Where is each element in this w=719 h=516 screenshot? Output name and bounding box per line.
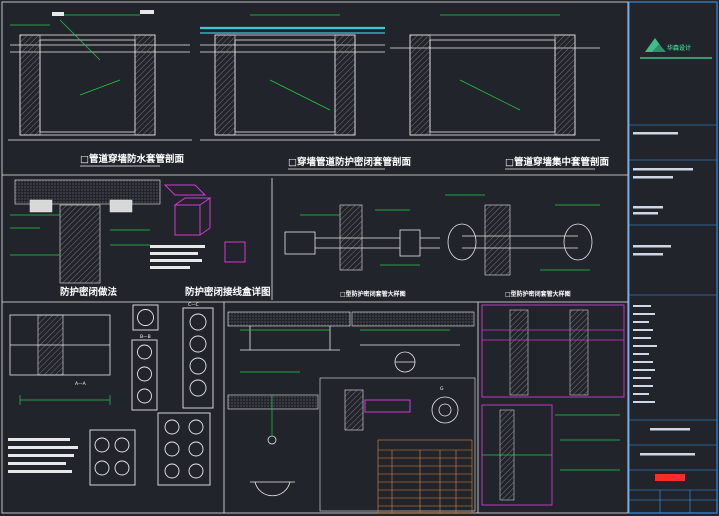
cable-holes-panel <box>89 304 214 486</box>
material-table <box>377 439 473 514</box>
panel-title-5: 防护密闭接线盒详图 <box>185 286 271 298</box>
panel-title-6: □型防护密闭套管大样图 <box>340 290 406 298</box>
panel-title-2: □穿墙管道防护密闭套管剖面 <box>288 156 411 168</box>
protective-seal-detail <box>10 179 161 284</box>
junction-box-isometric <box>163 184 246 263</box>
panel-title-1: □管道穿墙防水套管剖面 <box>80 153 184 165</box>
pipe-hanger-details <box>227 311 475 497</box>
flange-detail: G <box>319 377 476 512</box>
drawing-frame <box>1 1 629 514</box>
section-label-aa: A—A <box>75 381 87 387</box>
panel-title-4: 防护密闭做法 <box>60 286 118 298</box>
notes-block <box>8 438 78 473</box>
sleeve-detail-right <box>445 194 600 276</box>
section-panel-2 <box>200 14 390 141</box>
section-panel-3 <box>390 14 600 141</box>
section-label-g: G <box>440 386 444 392</box>
section-panel-1 <box>8 10 192 141</box>
company-logo-text: 华森设计 <box>667 44 691 52</box>
section-label-cc: C—C <box>188 302 199 308</box>
duct-plan-detail: A—A <box>9 314 111 405</box>
junction-box-notes <box>150 245 205 269</box>
panel-title-3: □管道穿墙集中套管剖面 <box>505 156 609 168</box>
mountain-logo-icon <box>645 38 666 52</box>
sleeve-detail-left <box>284 204 440 271</box>
title-block: 华森设计 <box>628 1 718 514</box>
wall-penetration-sections <box>481 304 625 506</box>
status-bar <box>655 474 685 481</box>
section-label-bb: B—B <box>140 334 151 340</box>
panel-title-7: □型防护密闭套管大样图 <box>505 290 571 298</box>
